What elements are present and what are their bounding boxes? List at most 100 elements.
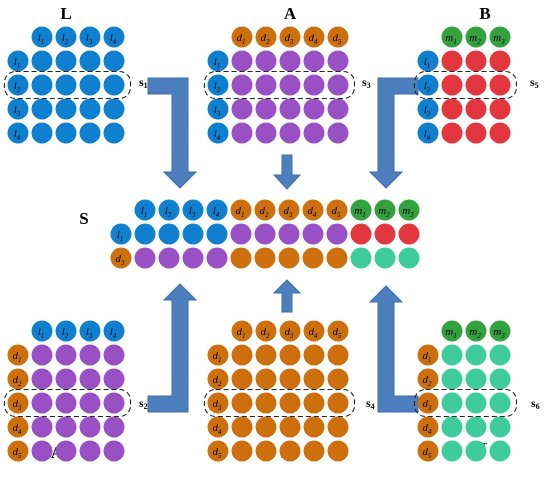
matrix-AT-selected-row <box>3 388 132 418</box>
matrix-A-col-label: d3 <box>279 26 301 48</box>
matrix-A-col-label-text: d1 <box>237 32 246 46</box>
matrix-CT-col-label-text: m2 <box>469 326 481 340</box>
title-B: B <box>479 4 490 23</box>
matrix-S-col-label-circle <box>398 199 420 221</box>
matrix-S-col-label: l3 <box>182 199 204 221</box>
matrix-A-cell <box>255 74 277 96</box>
matrix-D-row-label: d3 <box>207 392 229 414</box>
matrix-A-cell <box>255 122 277 144</box>
matrix-CT-row-label-text: d4 <box>423 422 433 436</box>
matrix-A-row-label-text: l2 <box>214 80 221 94</box>
matrix-CT-cell <box>441 440 463 462</box>
matrix-S-cell <box>398 223 420 245</box>
matrix-AT-row-label: d2 <box>7 368 29 390</box>
matrix-CT-cell <box>465 440 487 462</box>
matrix-L-col-label-text: l4 <box>110 32 117 46</box>
matrix-L-cell <box>103 122 125 144</box>
matrix-A-col-label: d5 <box>327 26 349 48</box>
matrix-A-col-label-circle <box>279 26 301 48</box>
matrix-D-col-label-text: d1 <box>237 326 246 340</box>
matrix-A-cell <box>327 122 349 144</box>
matrix-D-col-label-circle <box>255 320 277 342</box>
matrix-L-selected-row <box>3 70 132 100</box>
matrix-A-row-label-text: l3 <box>214 104 221 118</box>
matrix-S-col-label-circle <box>278 199 300 221</box>
matrix-CT-cell <box>489 344 511 366</box>
matrix-S-cell <box>182 223 204 245</box>
matrix-AT-col-label-text: l3 <box>86 326 93 340</box>
matrix-L-row-label: l2 <box>7 74 29 96</box>
matrix-S-cell <box>278 223 300 245</box>
matrix-S-cell <box>326 247 348 269</box>
matrix-S-col-label: d5 <box>326 199 348 221</box>
matrix-CT-selected-row <box>413 388 518 418</box>
title-A: A <box>284 4 297 23</box>
matrix-AT-col-label: l1 <box>31 320 53 342</box>
matrix-S-col-label-text: l2 <box>165 205 172 219</box>
matrix-CT-cell <box>465 344 487 366</box>
matrix-S-col-label-circle <box>182 199 204 221</box>
matrix-L-col-label-text: l3 <box>86 32 93 46</box>
matrix-CT-row-label-text: d1 <box>423 350 432 364</box>
matrix-A-cell <box>279 122 301 144</box>
matrix-B-row-label: l1 <box>417 50 439 72</box>
matrix-D-row-label-text: d4 <box>213 422 223 436</box>
matrix-AT-cell <box>79 392 101 414</box>
matrix-CT-row-label: d2 <box>417 368 439 390</box>
matrix-CT-cell <box>489 392 511 414</box>
matrix-CT-row-label-text: d3 <box>423 398 433 412</box>
matrix-CT-col-label: m3 <box>489 320 511 342</box>
matrix-AT-cell <box>31 392 53 414</box>
matrix-AT-col-label-circle <box>79 320 101 342</box>
matrix-D-row-label-text: d5 <box>213 446 223 460</box>
matrix-D-row-label-circle <box>207 368 229 390</box>
matrix-AT-cell <box>103 392 125 414</box>
matrix-B-col-label-circle <box>465 26 487 48</box>
matrix-D-cell <box>279 368 301 390</box>
matrix-AT-row-label-text: d1 <box>13 350 22 364</box>
matrix-CT-row-label: d1 <box>417 344 439 366</box>
matrix-D-cell <box>231 368 253 390</box>
matrix-D-col-label: d5 <box>327 320 349 342</box>
matrix-S-cell <box>350 247 372 269</box>
matrix-S-cell <box>278 247 300 269</box>
matrix-D-col-label: d2 <box>255 320 277 342</box>
matrix-A-col-label-circle <box>303 26 325 48</box>
selector-s5: s5 <box>530 75 539 90</box>
matrix-L-cell <box>55 98 77 120</box>
matrix-AT-cell <box>55 440 77 462</box>
matrix-D-col-label-text: d5 <box>333 326 343 340</box>
matrix-D-cell <box>303 440 325 462</box>
matrix-CT-cell <box>441 368 463 390</box>
matrix-A-col-label: d4 <box>303 26 325 48</box>
matrix-D-row-label-text: d3 <box>213 398 223 412</box>
matrix-A-col-label-text: d4 <box>309 32 319 46</box>
matrix-D-cell <box>255 392 277 414</box>
matrix-AT-row-label-text: d5 <box>13 446 23 460</box>
matrix-D-row-label-circle <box>207 392 229 414</box>
matrix-B-cell <box>489 98 511 120</box>
matrix-B-cell <box>489 50 511 72</box>
matrix-S-cell <box>254 247 276 269</box>
matrix-L-row-label-circle <box>7 74 29 96</box>
matrix-B-col-label-text: m2 <box>469 32 481 46</box>
matrix-D-row-label: d5 <box>207 440 229 462</box>
matrix-S-cell <box>206 223 228 245</box>
matrix-A-cell <box>231 122 253 144</box>
matrix-CT-col-label-text: m3 <box>493 326 505 340</box>
matrix-A-col-label-text: d5 <box>333 32 343 46</box>
matrix-CT-row-label: d4 <box>417 416 439 438</box>
matrix-AT-cell <box>79 368 101 390</box>
matrix-CT-row-label-circle <box>417 368 439 390</box>
matrix-B-cell <box>441 98 463 120</box>
matrix-B-cell <box>465 98 487 120</box>
matrix-A-row-label-circle <box>207 98 229 120</box>
matrix-L-col-label: l1 <box>31 26 53 48</box>
selector-s2: s2 <box>139 396 148 411</box>
matrix-L-cell <box>31 74 53 96</box>
matrix-L-row-label-text: l4 <box>14 128 21 142</box>
matrix-L-row-label: l3 <box>7 98 29 120</box>
matrix-D-row-label-circle <box>207 440 229 462</box>
matrix-AT-col-label-text: l1 <box>38 326 45 340</box>
matrix-S-col-label: m1 <box>350 199 372 221</box>
